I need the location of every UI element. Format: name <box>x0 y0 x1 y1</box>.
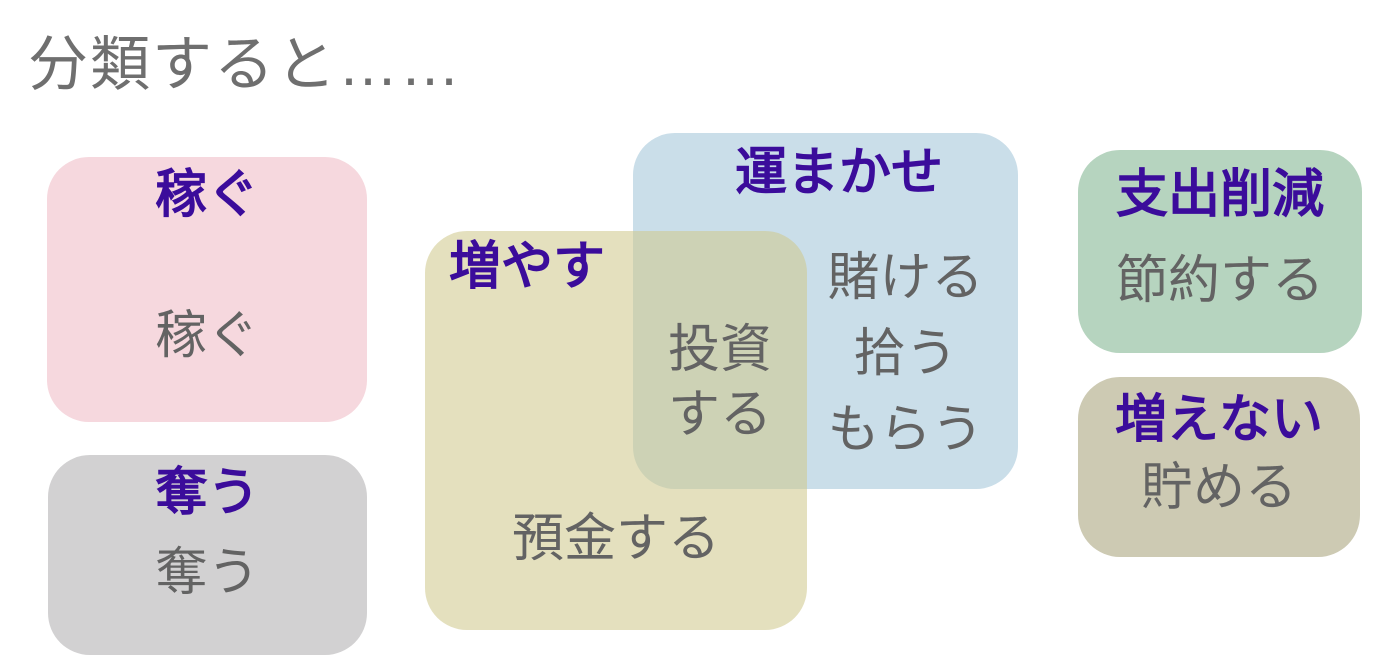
category-label-luck: 運まかせ <box>735 144 944 202</box>
category-label-reduce-spending: 支出削減 <box>1115 166 1324 224</box>
category-item-earn: 稼ぐ <box>154 307 259 365</box>
category-item-receive: もらう <box>827 401 984 459</box>
category-label-no-increase: 増えない <box>1114 391 1323 449</box>
category-item-bet: 賭ける <box>827 249 984 307</box>
category-item-deposit: 預金する <box>511 510 720 568</box>
category-box-reduce-spending: 支出削減 節約する <box>1078 150 1362 353</box>
category-item-save-up: 貯める <box>1140 459 1297 517</box>
category-item-take: 奪う <box>155 544 260 602</box>
category-label-increase: 増やす <box>449 238 606 296</box>
category-label-earn: 稼ぐ <box>154 166 259 224</box>
category-item-economize: 節約する <box>1115 252 1324 310</box>
category-box-earn: 稼ぐ 稼ぐ <box>47 157 367 422</box>
category-label-take: 奪う <box>155 464 260 522</box>
category-box-take: 奪う 奪う <box>48 455 367 655</box>
slide-title: 分類すると…… <box>28 31 462 98</box>
category-item-pickup: 拾う <box>853 325 958 383</box>
overlap-item-invest: 投資 する <box>667 321 772 444</box>
category-items-luck: 賭ける 拾う もらう <box>798 240 1013 468</box>
category-box-no-increase: 増えない 貯める <box>1078 377 1360 557</box>
category-box-increase: 増やす 預金する 投資 する <box>425 231 807 630</box>
